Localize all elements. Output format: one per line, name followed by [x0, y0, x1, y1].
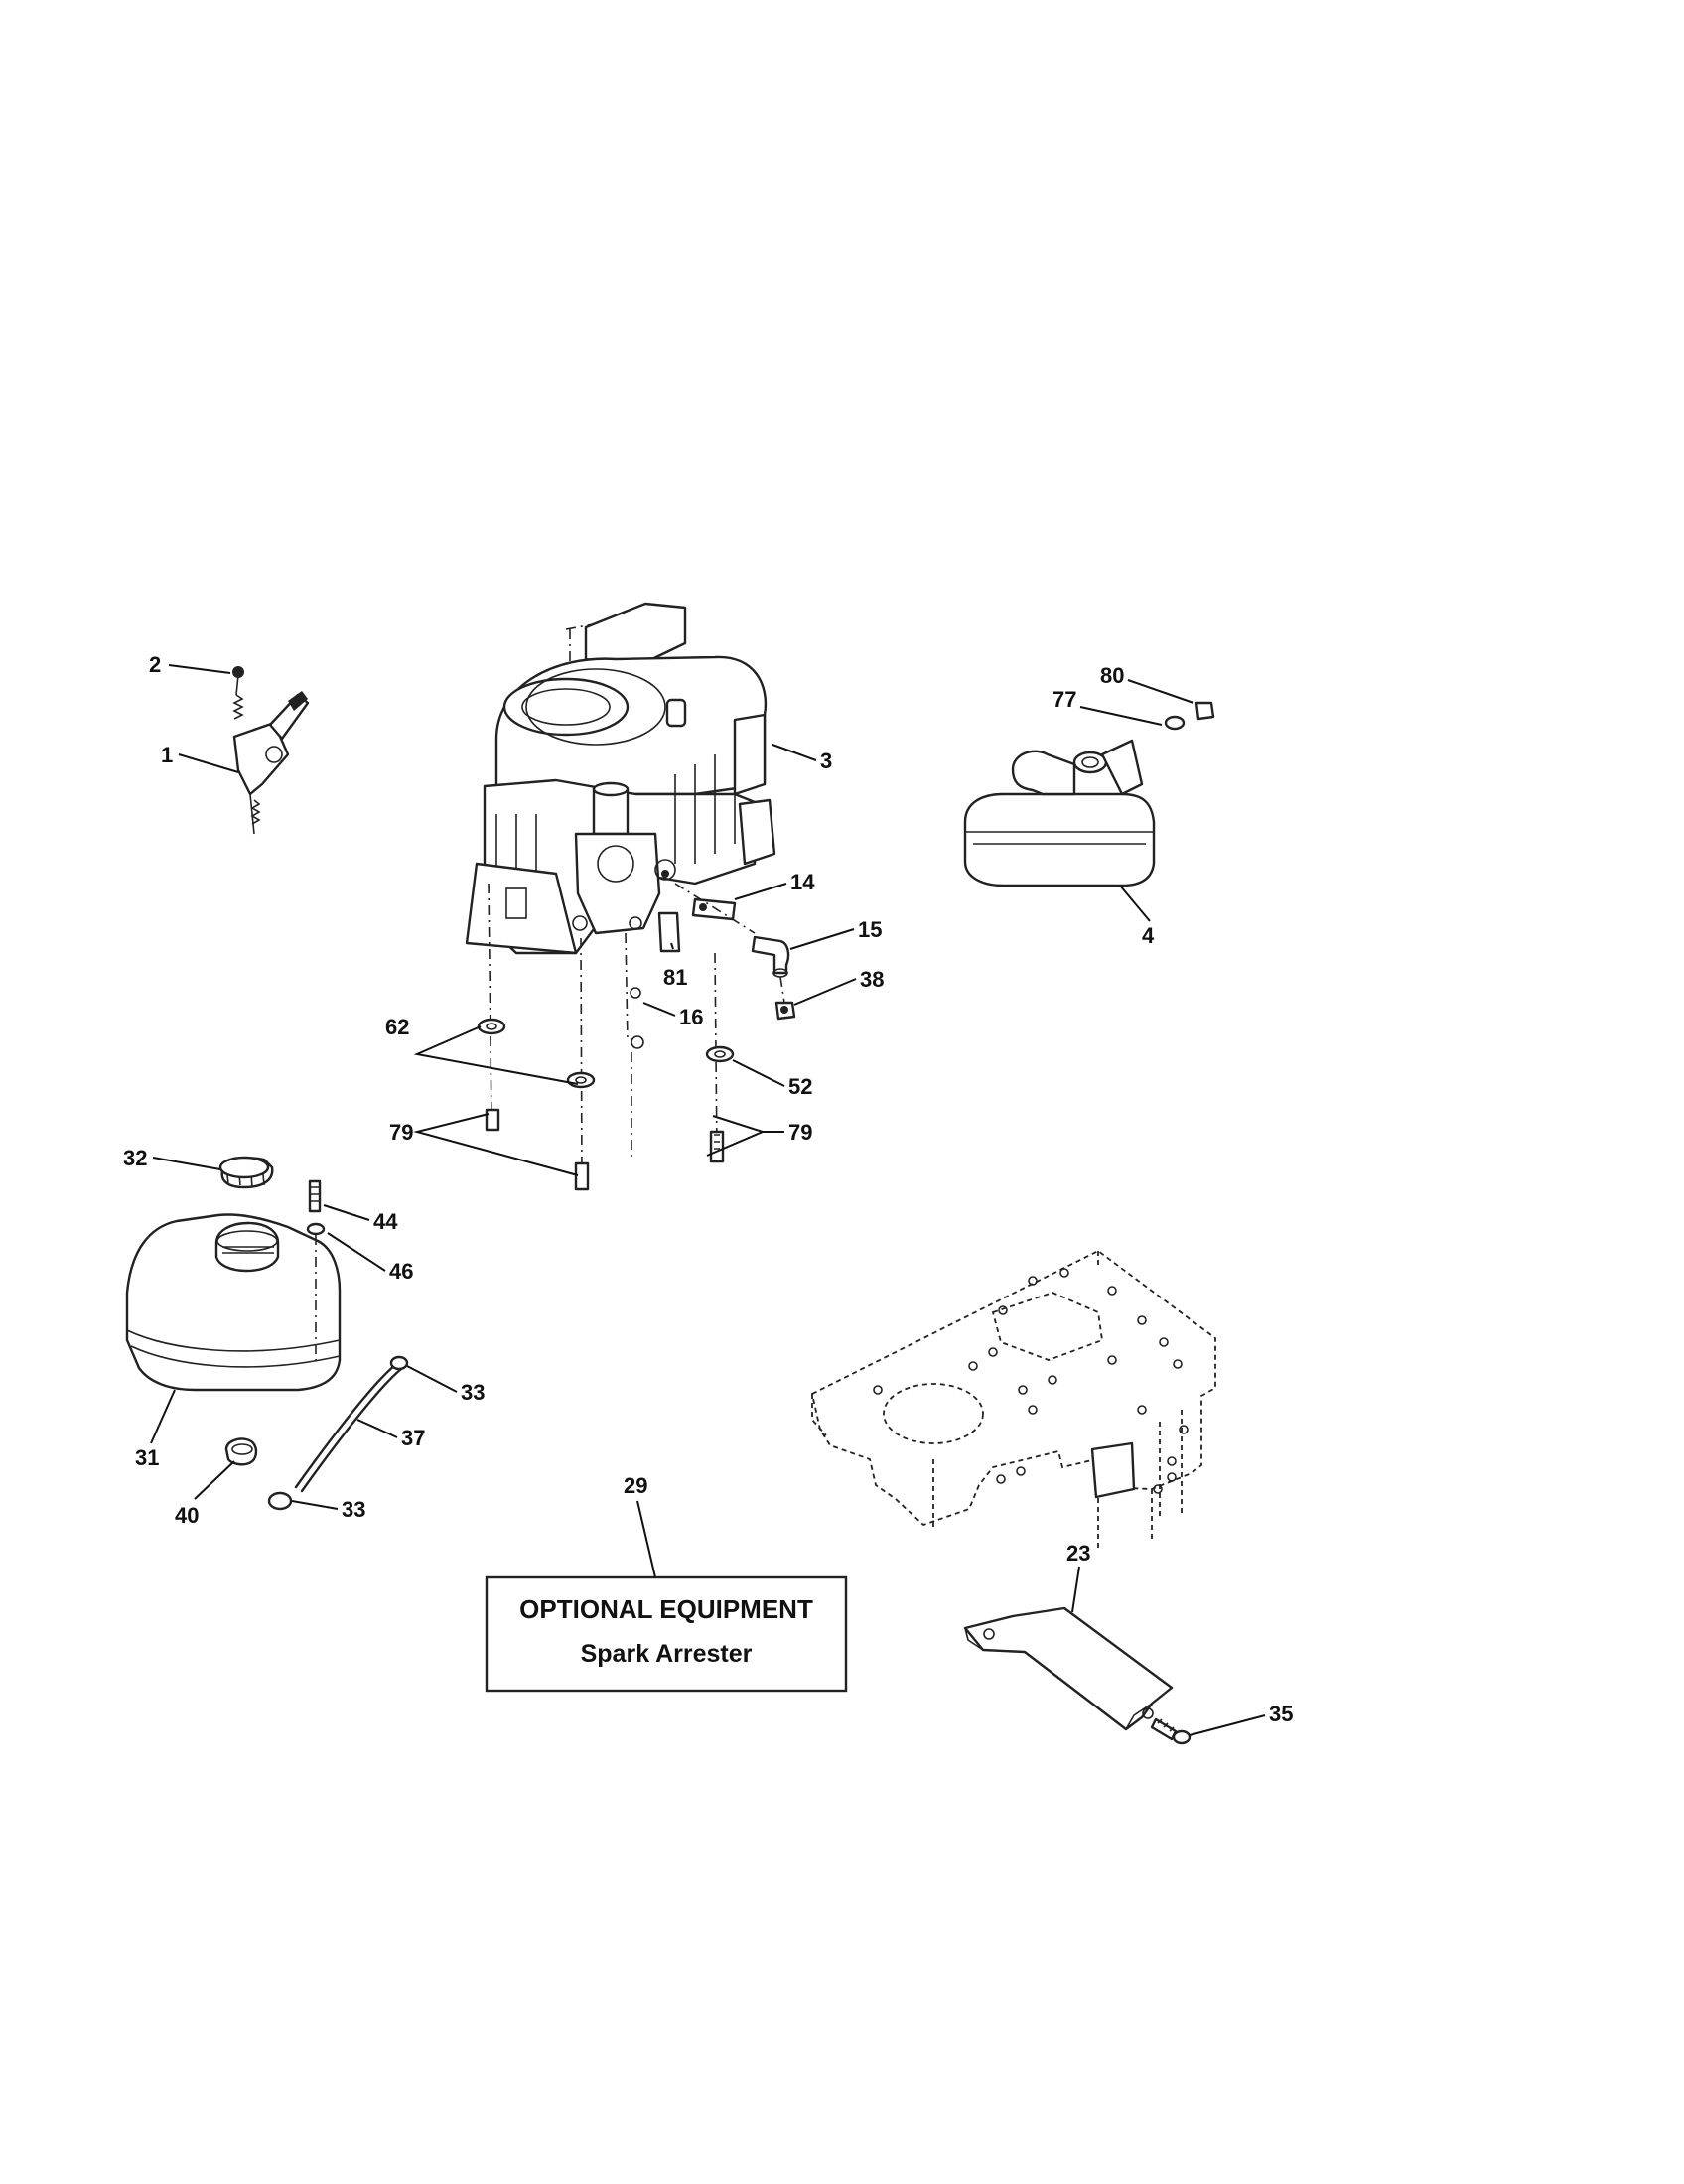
engine-assembly — [465, 602, 776, 955]
part-label-40: 40 — [175, 1503, 199, 1528]
part-label-29: 29 — [624, 1473, 647, 1498]
part-label-46: 46 — [389, 1259, 413, 1284]
leader-lines — [150, 664, 1266, 1736]
part-label-79-left: 79 — [389, 1120, 413, 1145]
part-label-32: 32 — [123, 1146, 147, 1170]
optional-equipment-subtitle: Spark Arrester — [581, 1640, 753, 1668]
part-label-4: 4 — [1142, 923, 1155, 948]
muffler-assembly — [963, 701, 1215, 887]
optional-equipment-title: OPTIONAL EQUIPMENT — [519, 1594, 813, 1624]
fuel-tank-assembly — [125, 1156, 409, 1511]
part-label-15: 15 — [858, 917, 882, 942]
part-label-52: 52 — [788, 1074, 812, 1099]
part-label-37: 37 — [401, 1426, 425, 1450]
part-label-62: 62 — [385, 1015, 409, 1039]
heat-shield-assembly — [963, 1606, 1192, 1745]
part-label-38: 38 — [860, 967, 884, 992]
part-label-31: 31 — [135, 1445, 159, 1470]
optional-equipment-box: OPTIONAL EQUIPMENT Spark Arrester — [485, 1575, 848, 1693]
part-label-23: 23 — [1066, 1541, 1090, 1566]
part-label-33-lower: 33 — [342, 1497, 365, 1522]
chassis-plate — [810, 1249, 1216, 1549]
fuel-fittings — [625, 883, 796, 1161]
part-label-33-upper: 33 — [461, 1380, 485, 1405]
part-label-77: 77 — [1052, 687, 1076, 712]
part-label-2: 2 — [149, 652, 161, 677]
throttle-control-assembly — [232, 666, 310, 835]
part-label-14: 14 — [790, 870, 815, 894]
part-label-16: 16 — [679, 1005, 703, 1029]
part-label-35: 35 — [1269, 1702, 1293, 1726]
part-label-3: 3 — [820, 749, 832, 773]
mounting-hardware — [477, 883, 735, 1191]
part-label-80: 80 — [1100, 663, 1124, 688]
part-label-1: 1 — [161, 743, 173, 767]
part-label-81: 81 — [663, 965, 687, 990]
part-label-79-right: 79 — [788, 1120, 812, 1145]
part-labels: 1 2 3 4 14 15 16 23 29 31 32 33 33 35 37… — [123, 652, 1293, 1726]
part-label-44: 44 — [373, 1209, 398, 1234]
